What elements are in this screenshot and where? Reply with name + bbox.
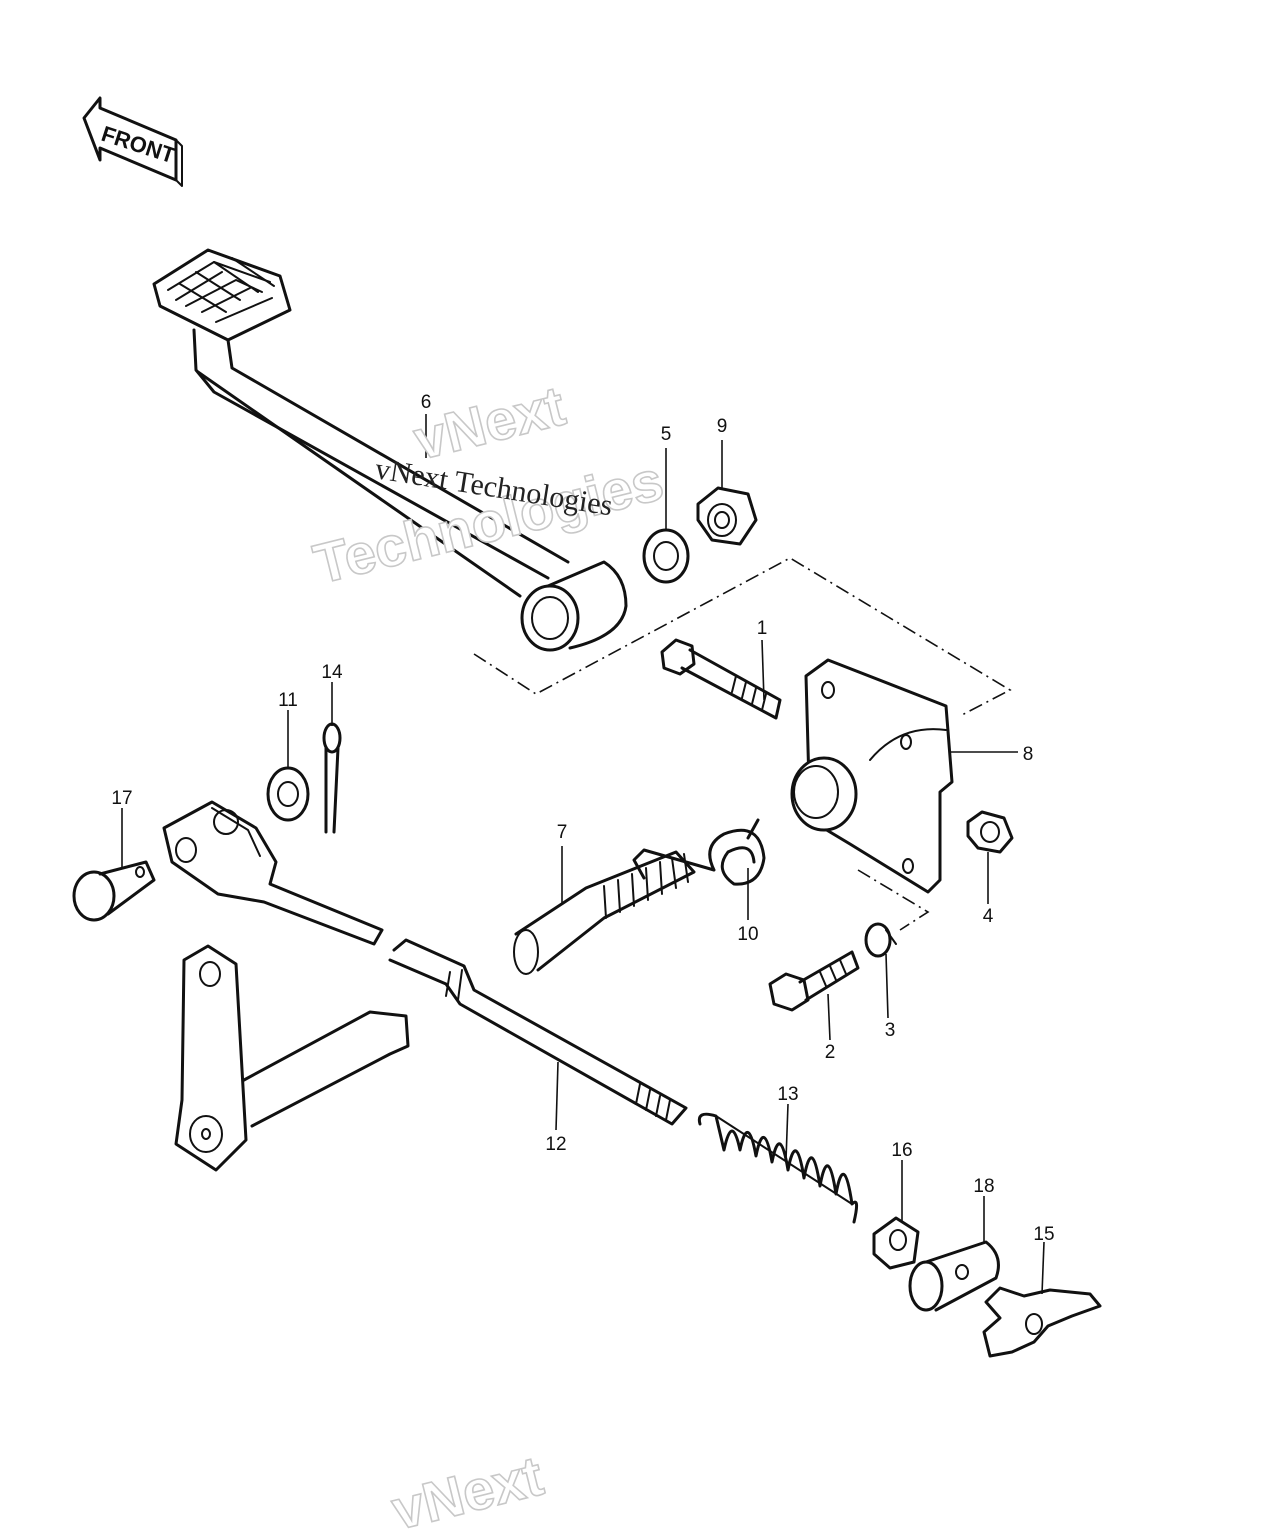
callout-9: 9 [717, 416, 728, 437]
callout-4: 4 [983, 906, 994, 927]
part-4-nut [966, 810, 1014, 854]
part-brake-arm [174, 944, 410, 1172]
callout-13: 13 [777, 1084, 798, 1105]
callout-3: 3 [885, 1020, 896, 1041]
callout-1: 1 [757, 618, 768, 639]
part-14-cotter-pin [322, 722, 342, 834]
assembly-line-lower [857, 869, 930, 931]
callout-2: 2 [825, 1042, 836, 1063]
callout-10: 10 [737, 924, 758, 945]
callout-18: 18 [973, 1176, 994, 1197]
callout-12: 12 [545, 1134, 566, 1155]
callout-15: 15 [1033, 1224, 1054, 1245]
part-18-adjuster-pin [908, 1240, 1000, 1312]
callout-14: 14 [321, 662, 343, 683]
callout-numbers: 1 2 3 4 5 6 7 8 9 10 11 12 13 14 15 16 1… [111, 392, 1054, 1245]
part-13-coil-spring [697, 1112, 859, 1224]
callout-7: 7 [557, 822, 568, 843]
part-6-brake-pedal [152, 248, 628, 652]
callout-5: 5 [661, 424, 672, 445]
part-7-shaft [513, 850, 696, 975]
callout-17: 17 [111, 788, 132, 809]
part-5-washer [642, 528, 690, 584]
assembly-line-upper [473, 557, 1012, 717]
part-2-bolt [768, 950, 860, 1012]
callout-11: 11 [278, 690, 298, 711]
watermark-line1: vNext [408, 374, 571, 472]
part-16-washer [872, 1216, 920, 1270]
leader-lines [121, 414, 1045, 1295]
front-arrow-badge: FRONT [82, 96, 183, 187]
part-17-clevis-pin [72, 860, 156, 922]
part-10-spring [632, 818, 766, 886]
callout-8: 8 [1023, 744, 1034, 765]
part-12-brake-rod [388, 938, 688, 1126]
part-8-bracket [790, 658, 954, 894]
callout-16: 16 [891, 1140, 912, 1161]
part-15-wing-nut [982, 1286, 1102, 1358]
part-1-bolt [660, 638, 782, 720]
callout-6: 6 [421, 392, 432, 413]
part-9-nut [696, 486, 758, 546]
part-clevis-yoke [162, 800, 384, 946]
part-3-lock-washer [864, 922, 897, 958]
watermark: vNext Technologies vNext Technologies vN… [307, 373, 670, 1536]
watermark-bottom: vNext [386, 1444, 549, 1536]
part-11-washer [266, 766, 310, 822]
